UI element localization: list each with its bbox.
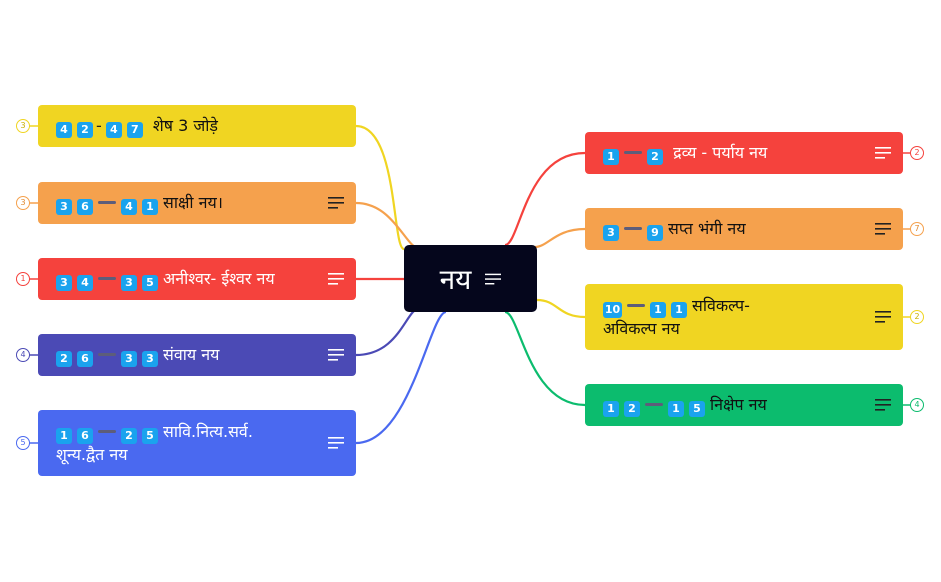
notes-icon[interactable]	[875, 147, 891, 159]
number-badge: 10	[603, 302, 622, 318]
separator-icon	[98, 430, 116, 433]
topic-text: सप्त भंगी नय	[668, 218, 746, 238]
collapse-count-right-3[interactable]: 2	[910, 310, 924, 324]
separator-icon	[98, 200, 116, 204]
number-badge: 2	[77, 121, 93, 138]
notes-icon[interactable]	[328, 197, 344, 209]
number-badge: 3	[56, 198, 72, 215]
number-badge: 5	[142, 428, 158, 444]
number-badge: 1	[603, 148, 619, 165]
number-badge: 4	[77, 274, 93, 291]
notes-icon[interactable]	[875, 311, 891, 323]
number-badge: 1	[668, 400, 684, 417]
topic-text: द्रव्य - पर्याय नय	[673, 142, 768, 162]
topic-text: शेष 3 जोड़े	[152, 115, 218, 135]
number-badge: 5	[142, 274, 158, 291]
collapse-count-left-2[interactable]: 3	[16, 196, 30, 210]
topic-text-line2: शून्य.द्वैत नय	[56, 445, 128, 464]
collapse-count-left-1[interactable]: 3	[16, 119, 30, 133]
number-badge: 4	[105, 121, 122, 138]
topic-content: 1 2 द्रव्य - पर्याय नय	[603, 142, 875, 165]
number-badge: 6	[77, 350, 93, 367]
number-badge: 1	[142, 198, 158, 215]
topic-text: सविकल्प-	[692, 296, 750, 315]
number-badge: 3	[142, 350, 158, 367]
notes-icon[interactable]	[328, 349, 344, 361]
number-badge: 6	[77, 428, 93, 444]
topic-text-line2: अविकल्प नय	[603, 319, 680, 338]
link-left-5	[355, 310, 447, 445]
number-badge: 3	[603, 224, 619, 241]
number-badge: 4	[121, 198, 137, 215]
notes-icon[interactable]	[875, 399, 891, 411]
number-badge: 1	[671, 302, 687, 318]
number-badge: 9	[647, 224, 663, 241]
collapse-count-left-3[interactable]: 1	[16, 272, 30, 286]
collapse-count-right-4[interactable]: 4	[910, 398, 924, 412]
collapse-count-left-5[interactable]: 5	[16, 436, 30, 450]
topic-text: सावि.नित्य.सर्व.	[163, 422, 253, 441]
separator-icon	[624, 150, 642, 154]
notes-icon[interactable]	[875, 223, 891, 235]
separator-icon	[98, 352, 116, 356]
collapse-count-right-2[interactable]: 7	[910, 222, 924, 236]
separator-icon	[624, 226, 642, 230]
link-right-1	[504, 151, 586, 247]
number-badge: 2	[624, 400, 640, 417]
number-badge: 2	[121, 428, 137, 444]
number-badge: 3	[56, 274, 72, 291]
link-right-4	[504, 310, 586, 407]
number-badge: 6	[77, 198, 93, 215]
number-badge: 1	[56, 428, 72, 444]
notes-icon[interactable]	[328, 273, 344, 285]
number-badge: 2	[56, 350, 72, 367]
topic-right-2[interactable]: 3 9 सप्त भंगी नय	[585, 208, 903, 250]
topic-text: साक्षी नय।	[163, 192, 223, 212]
number-badge: 4	[56, 121, 72, 138]
collapse-count-right-1[interactable]: 2	[910, 146, 924, 160]
number-badge: 7	[126, 121, 143, 138]
root-topic[interactable]: नय	[404, 245, 537, 312]
collapse-count-left-4[interactable]: 4	[16, 348, 30, 362]
separator: -	[96, 115, 102, 135]
separator-icon	[627, 304, 645, 307]
notes-icon[interactable]	[485, 273, 502, 285]
link-left-2	[355, 201, 421, 251]
topic-text: अनीश्वर- ईश्वर नय	[163, 268, 275, 288]
link-right-2	[534, 227, 586, 249]
number-badge: 2	[647, 148, 663, 165]
number-badge: 3	[121, 350, 137, 367]
link-left-4	[355, 306, 421, 357]
notes-icon[interactable]	[328, 437, 344, 449]
topic-text: निक्षेप नय	[710, 394, 767, 414]
root-label: नय	[439, 262, 472, 296]
number-badge: 1	[603, 400, 619, 417]
separator-icon	[98, 276, 116, 280]
separator-icon	[645, 402, 663, 406]
number-badge: 3	[121, 274, 137, 291]
number-badge: 5	[689, 400, 705, 417]
topic-text: संवाय नय	[163, 344, 220, 364]
link-left-1	[355, 124, 406, 251]
number-badge: 1	[650, 302, 666, 318]
link-right-3	[536, 298, 586, 319]
topic-right-1[interactable]: 1 2 द्रव्य - पर्याय नय	[585, 132, 903, 174]
topic-content: 3 9 सप्त भंगी नय	[603, 218, 875, 241]
